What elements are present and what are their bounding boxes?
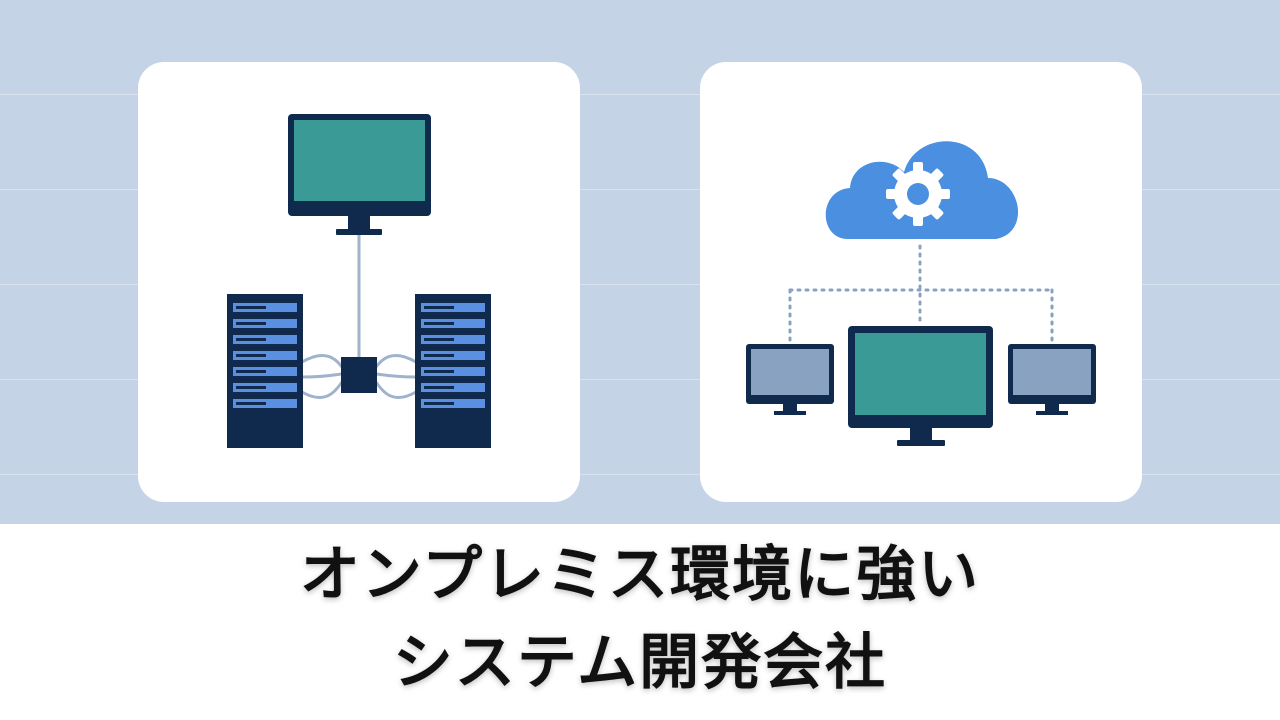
headline-line-1: オンプレミス環境に強い <box>299 540 981 610</box>
illustration-banner <box>0 0 1280 524</box>
network-cables <box>301 234 417 399</box>
monitor-icon <box>1008 344 1096 415</box>
monitor-icon <box>288 114 431 235</box>
cloud-illustration <box>746 141 1096 446</box>
network-connectors <box>788 244 1054 346</box>
cloud-card <box>700 62 1142 502</box>
monitor-icon <box>848 326 993 446</box>
headline-line-2: システム開発会社 <box>392 628 888 698</box>
server-rack-icon <box>227 294 303 448</box>
monitor-icon <box>746 344 834 415</box>
server-rack-icon <box>415 294 491 448</box>
cloud-gear-icon <box>825 141 1019 239</box>
network-switch-icon <box>341 357 377 393</box>
on-premise-illustration <box>227 114 491 448</box>
on-premise-card <box>138 62 580 502</box>
